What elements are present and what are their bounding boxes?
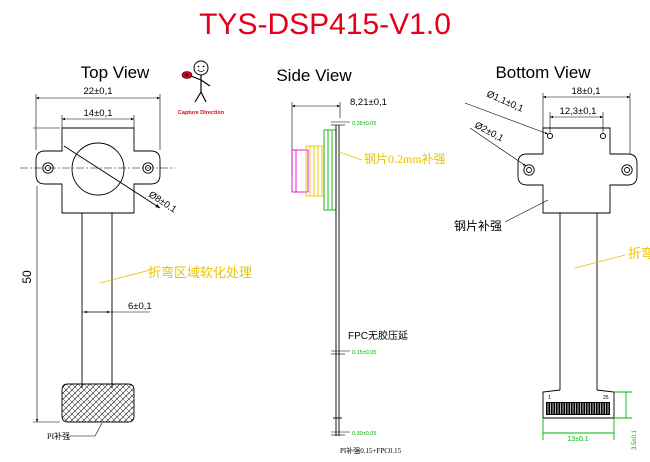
connector-height-dim: 3.5±0.1 [632,429,638,450]
connector-width-dim: 13±0.1 [567,436,588,443]
side-fpc-note: FPC无胶压延 [348,329,408,342]
side-depth-dim: 8,21±0,1 [350,97,387,108]
side-stack-note: PI补强0.15+FPC0.15 [340,446,402,455]
bottom-hole1-dim: Ø1,1±0,1 [485,89,525,115]
side-view-label: Side View [276,66,352,85]
top-body-dim: 14±0,1 [84,108,113,119]
bottom-view-label: Bottom View [495,63,591,82]
side-thickness-top: 0.35±0.05 [352,121,376,127]
top-width-dim: 22±0,1 [84,86,113,97]
top-view-label: Top View [81,63,150,82]
page-title: TYS-DSP415-V1.0 [199,8,451,41]
top-fpc-dim: 6±0,1 [128,301,152,312]
top-length-dim: 50 [20,270,34,284]
side-view-drawing [291,102,363,436]
top-view-drawing [20,94,175,437]
bottom-width-dim: 18±0,1 [572,86,601,97]
bottom-steel-note: 钢片补强 [454,219,502,233]
connector-pin25-label: 25 [603,395,609,401]
capture-direction-caption: Capture Direction [178,110,225,116]
bottom-inner-dim: 12,3±0,1 [560,106,597,117]
connector-pin1-label: 1 [548,395,551,401]
bottom-view-drawing [464,93,638,440]
top-pi-note: PI补强 [47,431,70,441]
bottom-bend-note: 折弯 [628,246,650,261]
side-steel-note: 钢片0.2mm补强 [364,152,446,166]
side-thickness-mid: 0.15±0.05 [352,350,376,356]
capture-direction-logo [181,60,211,103]
top-bend-note: 折弯区域软化处理 [148,265,252,280]
side-thickness-bottom: 0.30±0.05 [352,431,376,437]
